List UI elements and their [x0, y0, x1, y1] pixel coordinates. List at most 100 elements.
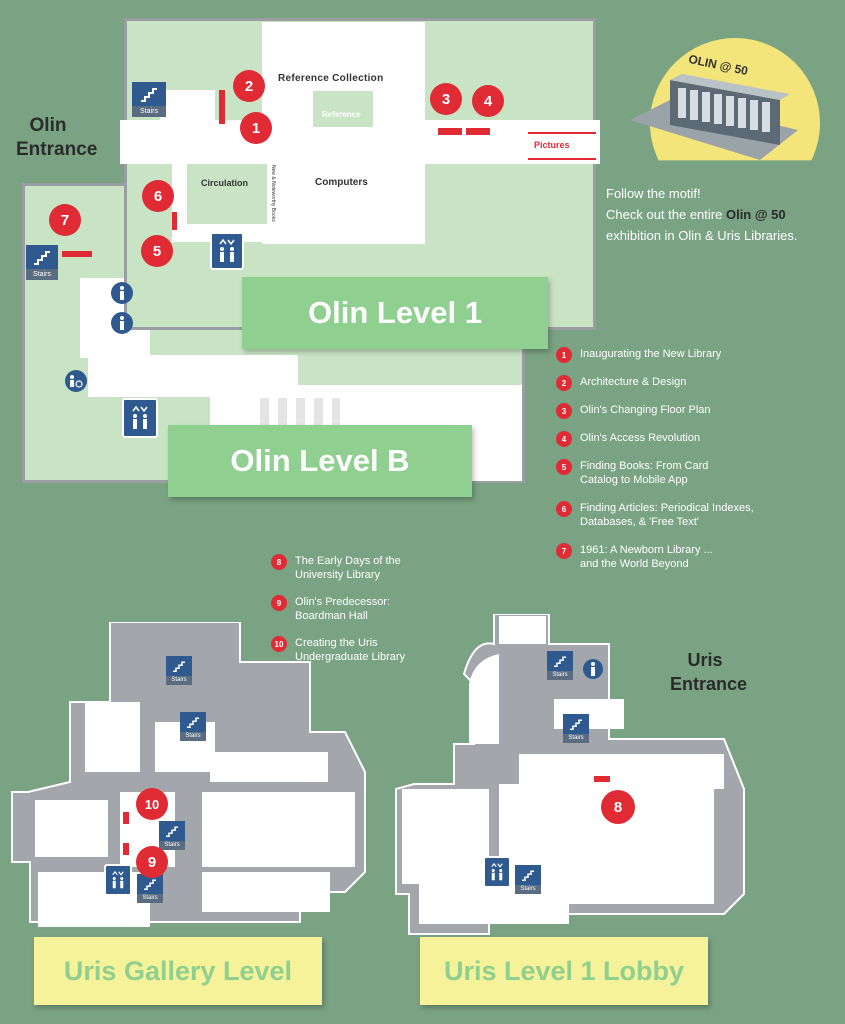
- promo-line-2: Check out the entire: [606, 207, 726, 222]
- computers-label: Computers: [315, 177, 368, 188]
- olin-level-b-title: Olin Level B: [168, 425, 472, 497]
- legend-marker: 1: [556, 347, 572, 363]
- reference-room: [313, 91, 373, 127]
- legend-text: Olin's Changing Floor Plan: [580, 404, 711, 416]
- legend-marker: 3: [556, 403, 572, 419]
- stairs-sign: Stairs: [132, 82, 166, 118]
- exhibit-marker-6[interactable]: 6: [142, 180, 174, 212]
- stairs-sign: Stairs: [180, 712, 206, 748]
- stairs-icon: [570, 719, 582, 730]
- exhibit-marker-10[interactable]: 10: [136, 788, 168, 820]
- legend-item-9: 9 Olin's Predecessor: Boardman Hall: [271, 595, 435, 623]
- legend-item-8: 8 The Early Days of the University Librar…: [271, 554, 435, 582]
- legend-marker: 10: [271, 636, 287, 652]
- olin-level-1-title: Olin Level 1: [242, 277, 548, 349]
- uris-gallery-level-title: Uris Gallery Level: [34, 937, 322, 1005]
- computers-room: [280, 160, 425, 242]
- stairs-icon: [522, 870, 534, 881]
- accessible-restroom-icon: [65, 370, 87, 392]
- exhibit-marker-3[interactable]: 3: [430, 83, 462, 115]
- reference-collection-label: Reference Collection: [278, 73, 384, 84]
- uris-level-1-lobby-title: Uris Level 1 Lobby: [420, 937, 708, 1005]
- uris-level-1-lobby-map: [394, 613, 750, 944]
- legend-text: 1961: A Newborn Library ... and the Worl…: [580, 544, 713, 570]
- legend-item-1: 1 Inaugurating the New Library: [556, 347, 770, 363]
- restroom-icon: [111, 282, 133, 304]
- uris-entrance-line2: Entrance: [670, 674, 748, 694]
- legend-text: The Early Days of the University Library: [295, 555, 401, 581]
- circulation-room: [183, 160, 271, 228]
- pictures-box: [528, 132, 596, 160]
- stairs-label: Stairs: [547, 671, 573, 680]
- legend-text: Inaugurating the New Library: [580, 348, 722, 360]
- legend-marker: 7: [556, 543, 572, 559]
- elevator-icon: [210, 232, 244, 270]
- exhibit-marker-5[interactable]: 5: [141, 235, 173, 267]
- elevator-icon: [104, 864, 132, 896]
- stairs-sign: Stairs: [547, 651, 573, 687]
- stairs-icon: [554, 656, 566, 667]
- stairs-label: Stairs: [563, 734, 589, 743]
- new-noteworthy-label: New & Noteworthy Books: [270, 165, 276, 222]
- reference-label: Reference: [322, 110, 361, 119]
- uris-entrance-label: Uris Entrance: [670, 648, 748, 696]
- promo-line-3: exhibition in Olin & Uris Libraries.: [606, 228, 798, 243]
- legend-item-4: 4 Olin's Access Revolution: [556, 431, 770, 447]
- uris-gallery-level-map: [10, 621, 370, 942]
- legend-item-3: 3 Olin's Changing Floor Plan: [556, 403, 770, 419]
- exhibit-marker-9[interactable]: 9: [136, 846, 168, 878]
- exhibit-case-7: [62, 251, 92, 257]
- exhibit-marker-2[interactable]: 2: [233, 70, 265, 102]
- exhibit-marker-1[interactable]: 1: [240, 112, 272, 144]
- elevator-icon: [483, 856, 511, 888]
- stairs-sign: Stairs: [563, 714, 589, 750]
- legend-text: Olin's Access Revolution: [580, 432, 701, 444]
- stairs-sign: Stairs: [137, 874, 163, 910]
- legend-text: Finding Articles: Periodical Indexes, Da…: [580, 502, 754, 528]
- legend-item-6: 6 Finding Articles: Periodical Indexes, D…: [556, 501, 760, 529]
- stairs-icon: [173, 661, 185, 672]
- stairs-label: Stairs: [515, 885, 541, 894]
- olin-entrance-line1: Olin: [29, 115, 67, 136]
- exhibit-marker-7[interactable]: 7: [49, 204, 81, 236]
- exhibit-case-4: [466, 128, 490, 135]
- restroom-icon: [111, 312, 133, 334]
- exhibit-case-8: [594, 776, 610, 782]
- stairs-sign: Stairs: [515, 865, 541, 901]
- legend-marker: 4: [556, 431, 572, 447]
- stairs-label: Stairs: [159, 841, 185, 850]
- stairs-sign: Stairs: [159, 821, 185, 857]
- elevator-icon: [122, 398, 158, 438]
- legend-marker: 9: [271, 595, 287, 611]
- promo-line-1: Follow the motif!: [606, 186, 701, 201]
- olin-entrance-label: Olin Entrance: [16, 114, 97, 162]
- stairs-label: Stairs: [132, 106, 166, 117]
- stairs-label: Stairs: [166, 676, 192, 685]
- legend-marker: 6: [556, 501, 572, 517]
- stairs-icon: [144, 879, 156, 890]
- promo-line-2-bold: Olin @ 50: [725, 207, 786, 222]
- legend-marker: 2: [556, 375, 572, 391]
- exhibit-marker-8[interactable]: 8: [601, 790, 635, 824]
- exhibit-case-10: [123, 812, 129, 824]
- stairs-icon: [34, 251, 50, 265]
- legend-text: Olin's Predecessor: Boardman Hall: [295, 596, 391, 622]
- study-tables: [260, 398, 340, 428]
- legend-item-2: 2 Architecture & Design: [556, 375, 770, 391]
- exhibit-case-1: [219, 90, 225, 124]
- circulation-label: Circulation: [201, 178, 249, 188]
- exhibit-marker-4[interactable]: 4: [472, 85, 504, 117]
- stairs-label: Stairs: [180, 732, 206, 741]
- stairs-icon: [166, 826, 178, 837]
- olin-50-building: [630, 70, 798, 162]
- uris-entrance-line1: Uris: [687, 650, 723, 670]
- stairs-landing: [160, 90, 215, 122]
- main-corridor: [120, 120, 600, 164]
- stairs-sign: Stairs: [166, 656, 192, 692]
- exhibit-case-3: [438, 128, 462, 135]
- stairs-icon: [141, 88, 157, 102]
- legend-text: Architecture & Design: [580, 376, 687, 388]
- legend-marker: 8: [271, 554, 287, 570]
